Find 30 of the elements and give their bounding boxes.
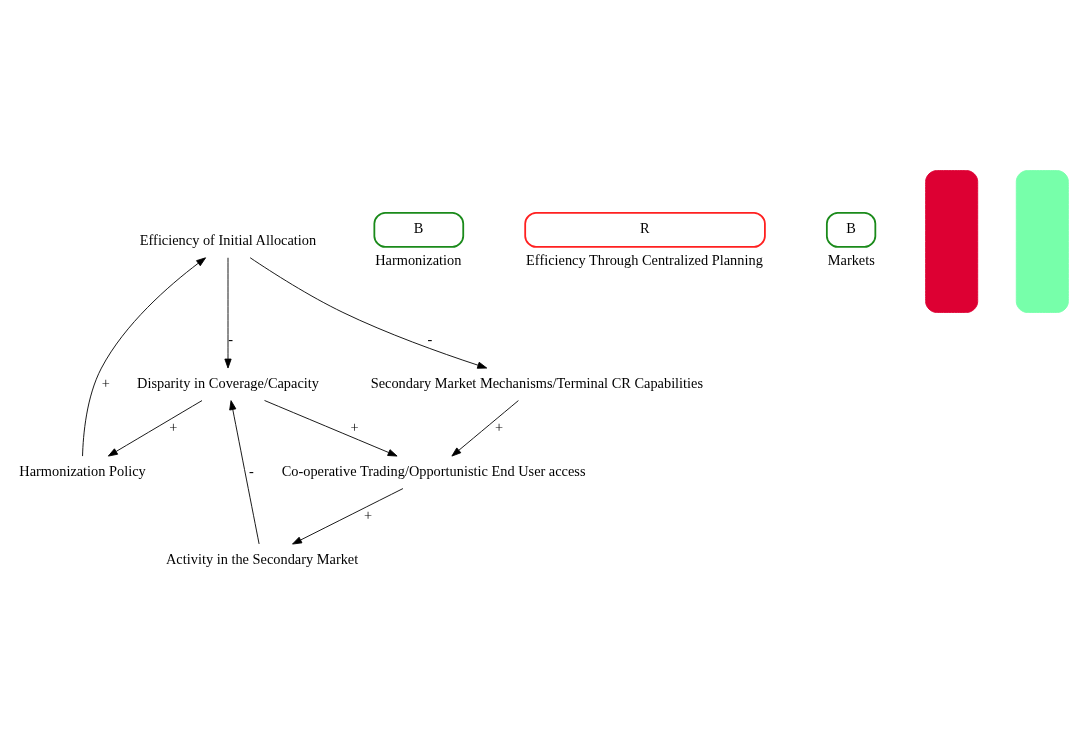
- node-text: Activity in the Secondary Market: [166, 550, 359, 567]
- node-text: Efficiency of Initial Allocation: [139, 231, 317, 248]
- node-label: Efficiency Through Centralized Planning: [526, 251, 763, 268]
- node-text: Harmonization Policy: [19, 462, 146, 479]
- arrow: [264, 400, 398, 457]
- node-text: Secondary Market Mechanisms/Terminal CR Capabilities: [370, 374, 704, 391]
- node-box: [925, 170, 979, 313]
- node-box: B: [825, 211, 877, 248]
- arrow: [107, 400, 203, 457]
- arrow: [451, 400, 519, 457]
- node-label: Harmonization: [375, 251, 462, 268]
- arrow: [82, 257, 207, 457]
- edge-label: +: [169, 418, 178, 435]
- node-box: [1015, 170, 1069, 313]
- arrow: [292, 488, 404, 545]
- edge-label: +: [495, 418, 504, 435]
- arrow: [249, 257, 488, 369]
- arrow: [229, 400, 260, 545]
- node-box: R: [524, 211, 766, 248]
- node-label: Markets: [827, 251, 875, 268]
- edge-label: -: [427, 330, 433, 347]
- node-text: Disparity in Coverage/Capacity: [137, 374, 319, 391]
- edge-label: +: [350, 418, 359, 435]
- edge-label: -: [228, 330, 234, 347]
- edge-label: +: [364, 506, 373, 523]
- node-text: Co-operative Trading/Opportunistic End User access: [281, 462, 586, 479]
- edge-label: -: [248, 462, 254, 479]
- edge-label: +: [101, 374, 110, 391]
- arrow: [224, 257, 232, 369]
- node-box: B: [373, 211, 465, 248]
